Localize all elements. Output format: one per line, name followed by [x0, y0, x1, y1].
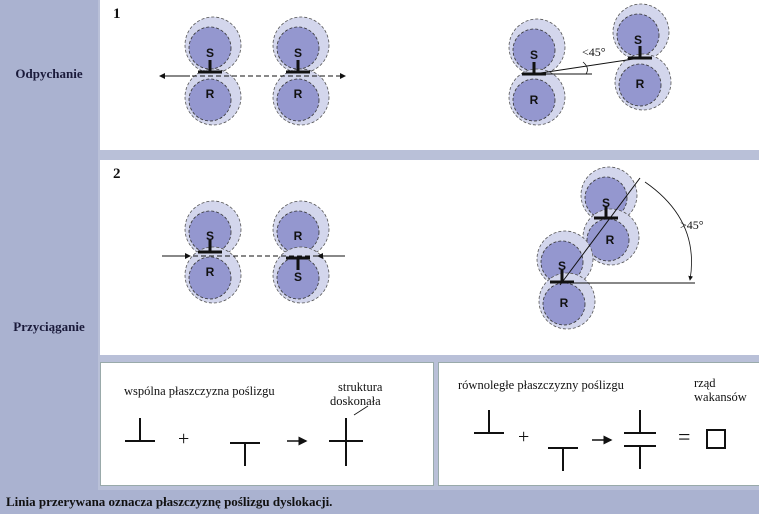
- caption-text: Linia przerywana oznacza płaszczyznę poś…: [6, 494, 333, 509]
- atom-letter-s: S: [530, 48, 538, 62]
- plus-sign-left: +: [178, 428, 190, 450]
- symbols-common-plane: [125, 405, 369, 466]
- atom-letter-r: R: [636, 77, 645, 91]
- attraction-right-pair: [536, 166, 695, 330]
- atom-letter-s: S: [634, 33, 642, 47]
- repulsion-label: Odpychanie: [15, 66, 83, 81]
- perfect-structure-line2: doskonała: [330, 394, 381, 408]
- atom-letter-r: R: [206, 87, 215, 101]
- atom-letter-s: S: [602, 196, 610, 210]
- repulsion-left-pair: [159, 16, 346, 126]
- panel-number-2: 2: [113, 166, 121, 182]
- atom-letter-s: S: [558, 259, 566, 273]
- plus-sign-right: +: [518, 426, 530, 448]
- atom-letter-s: S: [294, 46, 302, 60]
- atom-letter-s: S: [294, 270, 302, 284]
- equals-sign: =: [678, 424, 691, 449]
- repulsion-right-pair: [508, 3, 672, 126]
- atom-letter-r: R: [294, 229, 303, 243]
- attraction-label: Przyciąganie: [13, 319, 85, 334]
- atom-letter-r: R: [294, 87, 303, 101]
- common-plane-label: wspólna płaszczyzna poślizgu: [124, 384, 275, 398]
- atom-letters: S R S R S R S R S R R S S R S R: [206, 33, 645, 310]
- parallel-planes-label: równoległe płaszczyzny poślizgu: [458, 378, 624, 392]
- attraction-left-pair: [162, 200, 345, 304]
- panel-number-1: 1: [113, 6, 121, 22]
- atom-letter-s: S: [206, 229, 214, 243]
- sidebar: [0, 0, 98, 490]
- symbols-parallel-planes: [474, 410, 726, 471]
- caption-bar: Linia przerywana oznacza płaszczyznę poś…: [0, 490, 759, 514]
- vacancy-row-line1: rząd: [694, 376, 716, 390]
- atom-letter-r: R: [606, 233, 615, 247]
- atom-letter-r: R: [530, 93, 539, 107]
- attraction-angle-label: >45°: [680, 218, 704, 232]
- repulsion-angle-label: <45°: [582, 45, 606, 59]
- panel-common-plane: [100, 362, 434, 486]
- atom-letter-r: R: [560, 296, 569, 310]
- vacancy-square: [706, 429, 726, 449]
- vacancy-row-line2: wakansów: [694, 390, 747, 404]
- perfect-structure-line1: struktura: [338, 380, 383, 394]
- atom-letter-s: S: [206, 46, 214, 60]
- panel-parallel-planes: [438, 362, 759, 486]
- atom-letter-r: R: [206, 265, 215, 279]
